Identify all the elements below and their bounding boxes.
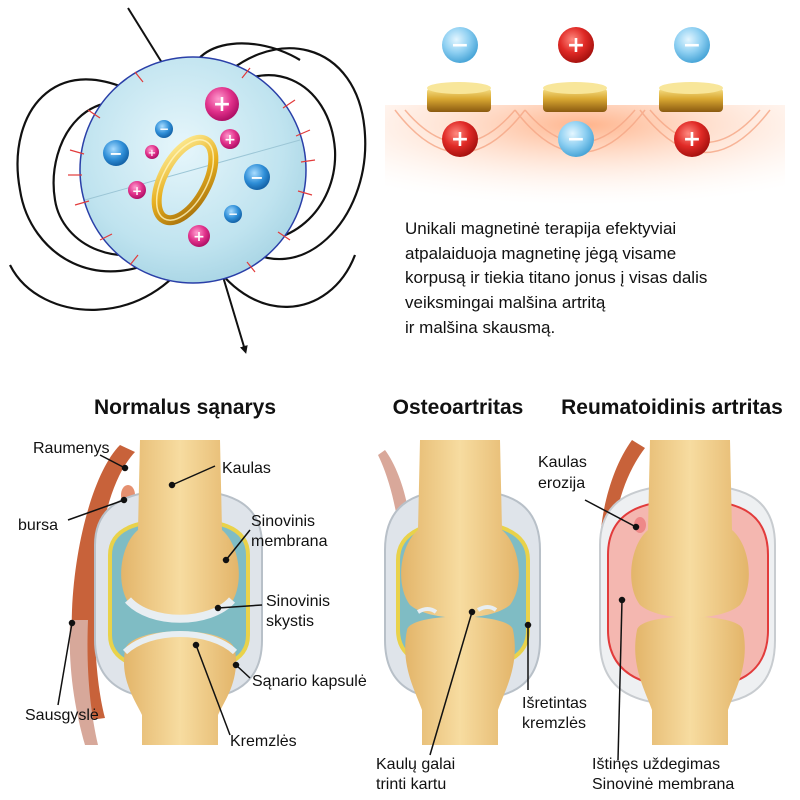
label-raumenys: Raumenys [33,440,109,457]
magnet-row: − + − + − + [385,27,785,205]
svg-text:+: + [193,229,205,245]
label-kaulas: Kaulas [222,460,271,477]
svg-text:−: − [159,122,169,136]
label-sinovinis-membrana: membrana [251,533,328,550]
magnet-disc [659,82,723,112]
ion-positive [220,129,240,149]
description: Unikali magnetinė terapija efektyviai at… [405,219,707,337]
magnet-disc [543,82,607,112]
plus-icon: + [213,92,231,117]
rheum-leaders [584,499,640,761]
ion-positive [128,181,146,199]
svg-text:−: − [250,168,263,187]
label-bursa: bursa [18,517,58,534]
normal-leaders [57,454,263,736]
ions: + − + − + − + − + [103,87,270,247]
svg-text:+: + [148,148,156,159]
label-kaulu-galai: trinti kartu [376,776,446,793]
polarity-ball-bottom [442,121,478,157]
upper-bone [401,440,519,618]
svg-text:−: − [109,144,122,163]
ion-positive [188,225,210,247]
ion-negative [224,205,242,223]
label-istines-uzdegimas: Ištinęs uždegimas [592,756,720,773]
tendon [69,620,98,745]
ion-negative [244,164,270,190]
description-line: korpusą ir tiekia titano jonus į visas d… [405,268,707,287]
label-sinovinis-skystis: skystis [266,613,314,630]
polarity-ball-bottom [674,121,710,157]
normal-joint [69,440,263,745]
description-line: Unikali magnetinė terapija efektyviai [405,219,676,238]
magnet-disc [427,82,491,112]
title-normal-joint: Normalus sąnarys [94,396,276,419]
ion-negative [103,140,129,166]
minus-icon: − [451,33,469,58]
ion-positive-large [205,87,239,121]
gold-ring-icon [151,134,219,226]
description-line: veiksmingai malšina artritą [405,293,606,312]
description-line: atpalaiduoja magnetinę jėgą visame [405,244,676,263]
label-sinovinis-membrana: Sinovinis [251,513,315,530]
svg-text:+: + [132,184,142,198]
minus-icon: − [683,33,701,58]
polarity-ball-top [674,27,710,63]
label-isretintas-kremzles: Išretintas [522,695,587,712]
label-sausgysle: Sausgyslė [25,707,99,724]
sphere-equator [84,139,301,201]
plus-icon: + [451,127,469,152]
warm-glow [385,105,785,205]
minus-icon: − [567,127,585,152]
label-kremzles: Kremzlės [230,733,297,750]
label-sanario-kapsule: Sąnario kapsulė [252,673,367,690]
svg-text:+: + [224,132,236,148]
osteo-leaders [429,608,532,756]
label-sinovinis-skystis: Sinovinis [266,593,330,610]
upper-bone [121,440,239,620]
title-osteoarthritis: Osteoartritas [393,396,524,419]
label-sinovine-membrana: Sinovinė membrana [592,776,734,793]
description-line: ir malšina skausmą. [405,318,555,337]
label-kaulas-erozija: Kaulas [538,454,587,471]
rheumatoid-joint [599,440,776,745]
small-arrows [68,67,316,273]
label-isretintas-kremzles: kremzlės [522,715,586,732]
plus-icon: + [683,127,701,152]
polarity-ball-bottom [558,121,594,157]
ion-positive [145,145,159,159]
title-rheumatoid-arthritis: Reumatoidinis artritas [561,396,783,419]
upper-bone [631,440,749,618]
lower-bone [123,631,237,745]
lower-bone [635,616,745,745]
label-kaulas-erozija: erozija [538,475,585,492]
label-kaulu-galai: Kaulų galai [376,756,455,773]
polarity-ball-top [558,27,594,63]
polarity-ball-top [442,27,478,63]
magnetic-sphere-diagram: + − + − + − + − + [9,7,367,354]
svg-text:−: − [228,207,238,221]
lower-bone [405,616,515,745]
ion-negative [155,120,173,138]
osteoarthritis-joint [378,440,541,745]
plus-icon: + [567,33,585,58]
